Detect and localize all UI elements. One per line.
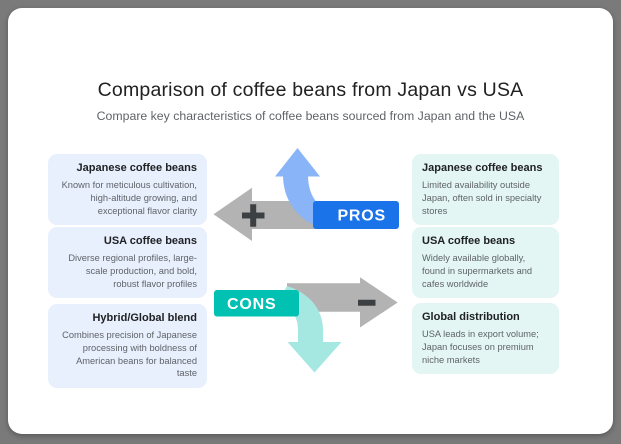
cons-card-japanese-beans: Japanese coffee beans Limited availabili…: [412, 154, 559, 226]
card-title: Global distribution: [422, 311, 520, 323]
card-body: Combines precision of Japanese processin…: [62, 330, 197, 379]
card-body: Limited availability outside Japan, ofte…: [422, 180, 542, 216]
page-subtitle: Compare key characteristics of coffee be…: [96, 109, 525, 123]
cons-card-usa-beans: USA coffee beans Widely available global…: [412, 227, 559, 299]
card-title: USA coffee beans: [422, 235, 516, 247]
pros-label-badge: [313, 201, 399, 229]
pros-card-usa-beans: USA coffee beans Diverse regional profil…: [48, 227, 207, 299]
page-title: Comparison of coffee beans from Japan vs…: [97, 79, 524, 101]
card-body: USA leads in export volume; Japan focuse…: [422, 329, 539, 365]
pros-card-japanese-beans: Japanese coffee beans Known for meticulo…: [48, 154, 207, 226]
card-body: Known for meticulous cultivation, high-a…: [61, 180, 197, 216]
card-body: Widely available globally, found in supe…: [422, 253, 533, 289]
cons-label-badge: [214, 290, 299, 317]
card-title: Hybrid/Global blend: [92, 312, 197, 324]
plus-icon: [242, 204, 265, 227]
card-title: USA coffee beans: [103, 235, 197, 247]
pros-card-hybrid-blend: Hybrid/Global blend Combines precision o…: [48, 304, 207, 389]
cons-card-global-distribution: Global distribution USA leads in export …: [412, 303, 559, 375]
card-title: Japanese coffee beans: [76, 162, 197, 174]
slide-panel: Comparison of coffee beans from Japan vs…: [8, 8, 613, 434]
card-body: Diverse regional profiles, large-scale p…: [68, 253, 197, 289]
cons-label: CONS: [227, 296, 276, 313]
pros-label: PROS: [337, 208, 386, 225]
card-title: Japanese coffee beans: [422, 162, 543, 174]
arrow-right-icon: [287, 277, 398, 328]
pros-cons-arrows-graphic: PROS CONS: [213, 148, 399, 373]
